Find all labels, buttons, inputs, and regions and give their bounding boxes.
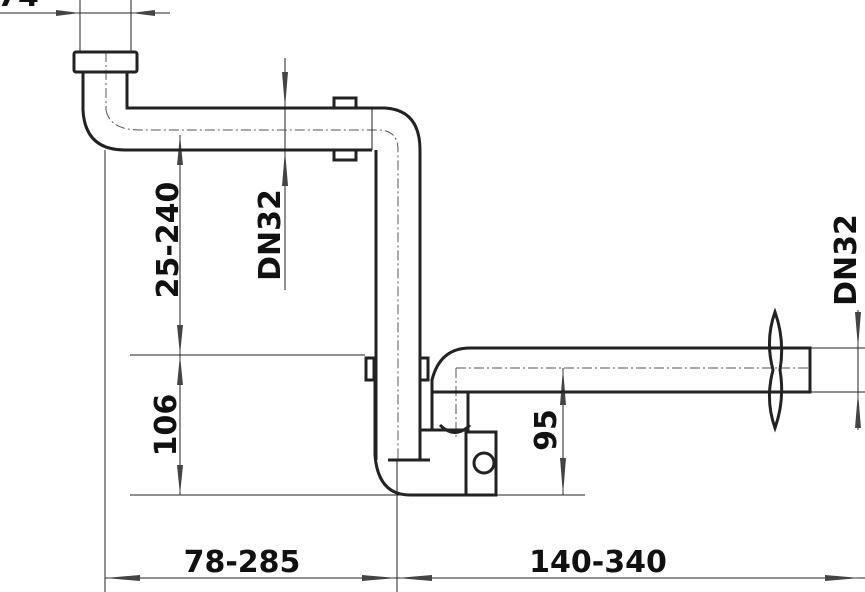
inlet-pipe (72, 50, 422, 460)
centerlines (105, 52, 810, 460)
dim-inlet-width: 74 (0, 0, 39, 14)
dim-horizontal-left: 78-285 (184, 545, 301, 580)
outlet-pipe (430, 307, 812, 433)
dim-dn32-outlet: DN32 (829, 214, 864, 306)
dim-horizontal-right: 140-340 (529, 545, 667, 580)
dim-height-range: 25-240 (151, 182, 186, 299)
dim-dn32-vertical: DN32 (253, 189, 288, 281)
trap-body (364, 356, 498, 497)
dimension-arrows (56, 10, 861, 581)
dim-trap-height: 106 (149, 394, 184, 457)
dim-outlet-height: 95 (529, 409, 564, 451)
